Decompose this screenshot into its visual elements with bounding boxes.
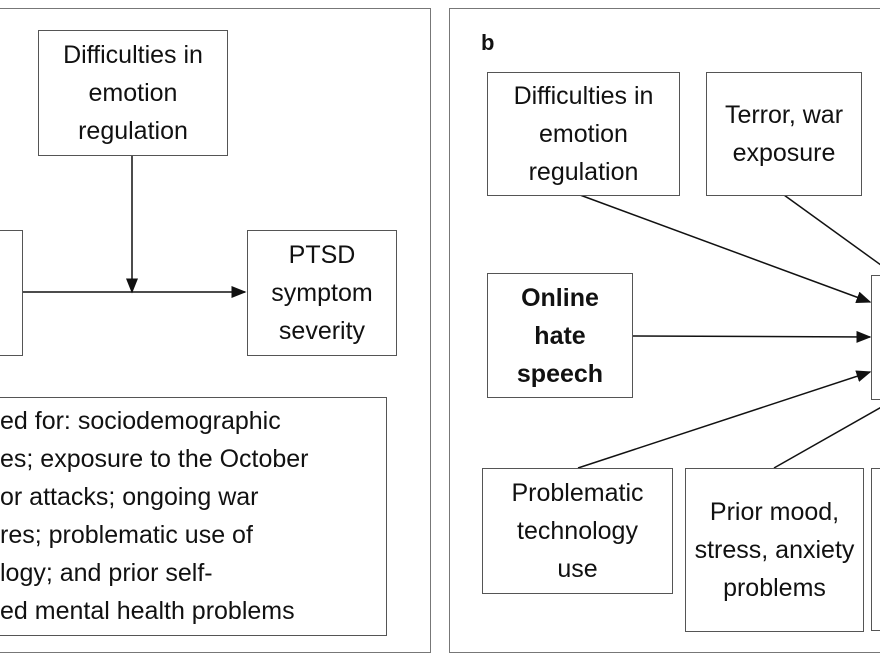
cov-line: logy; and prior self- (0, 559, 213, 587)
box-b-outcome-truncated (871, 275, 880, 400)
panel-b (449, 8, 880, 653)
box-b-tech: Problematic technology use (482, 468, 673, 594)
label: Online hate speech (516, 283, 604, 388)
box-b-emotion: Difficulties in emotion regulation (487, 72, 680, 196)
box-b-hate: Online hate speech (487, 273, 633, 398)
box-b-terror: Terror, war exposure (706, 72, 862, 196)
label: Problematic technology use (511, 479, 644, 583)
box-covariates: ed for: sociodemographic es; exposure to… (0, 397, 387, 636)
arrow-hate (631, 330, 872, 343)
box-predictor-truncated (0, 230, 23, 356)
label: PTSD symptom severity (271, 241, 373, 345)
label: Difficulties in emotion regulation (63, 41, 203, 145)
label: Difficulties in emotion regulation (513, 82, 654, 186)
label: Terror, war exposure (724, 101, 844, 167)
cov-line: ed for: sociodemographic (0, 407, 281, 435)
cov-line: ed mental health problems (0, 597, 295, 625)
cov-line: res; problematic use of (0, 521, 253, 549)
arrow-tech (577, 370, 872, 469)
arrow-emotion (579, 194, 872, 303)
label: Prior mood, stress, anxiety problems (694, 498, 855, 602)
cov-line: or attacks; ongoing war (0, 483, 259, 511)
cov-line: es; exposure to the October (0, 445, 309, 473)
box-ptsd: PTSD symptom severity (247, 230, 397, 356)
panel-b-label: b (481, 30, 495, 55)
box-b-truncated (871, 468, 880, 631)
box-emotion-regulation: Difficulties in emotion regulation (38, 30, 228, 156)
box-b-mood: Prior mood, stress, anxiety problems (685, 468, 864, 632)
arrow-mood (773, 406, 880, 469)
panel-a (0, 8, 431, 653)
arrow-terror (783, 194, 880, 266)
